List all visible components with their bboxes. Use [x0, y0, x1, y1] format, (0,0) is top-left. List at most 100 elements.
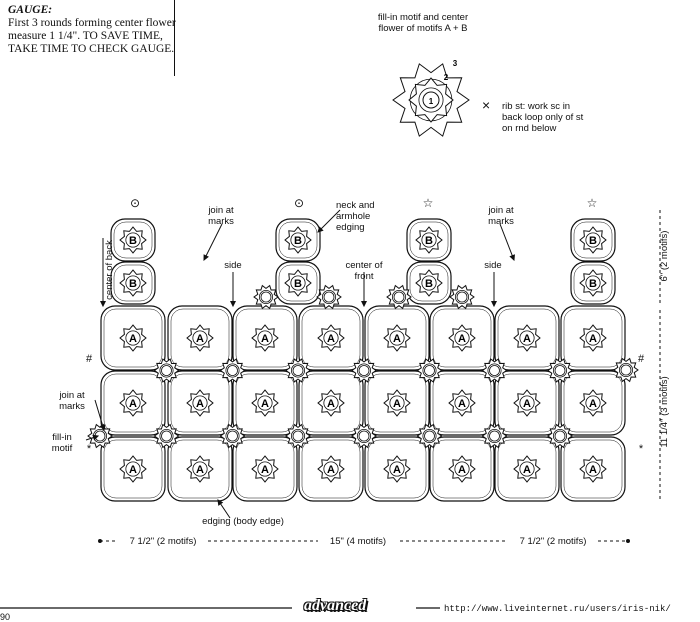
motif-inner-outline	[497, 308, 557, 368]
motif-a-r1-c8: A	[560, 305, 626, 371]
fill-in-motif-12	[416, 423, 443, 449]
motif-letter: A	[393, 398, 401, 410]
motif-letter: A	[393, 464, 401, 476]
motif-letter: A	[458, 398, 466, 410]
flower-petals	[317, 324, 345, 352]
motif-letter: A	[327, 464, 335, 476]
dimension-right: 7 1/2" (2 motifs)	[508, 536, 598, 547]
flower-petals	[251, 324, 279, 352]
flower-center-ring	[421, 232, 437, 248]
flower-center-ring	[454, 395, 470, 411]
arrow-fill-in-motif-head	[92, 434, 100, 441]
motif-letter: B	[589, 278, 597, 290]
fill-motif-center	[393, 291, 405, 303]
motif-a-r2-c7: A	[494, 370, 560, 436]
motif-letter: B	[589, 235, 597, 247]
flower-center-ring	[389, 461, 405, 477]
flower-petals	[383, 324, 411, 352]
flower-center-ring	[323, 395, 339, 411]
motif-letter: A	[129, 398, 137, 410]
fill-in-motif-13	[481, 423, 508, 449]
flower-petals	[448, 389, 476, 417]
flower-center-ring	[257, 330, 273, 346]
flower-center-ring	[125, 330, 141, 346]
arrow-join-marks-left-head	[99, 424, 106, 432]
motif-letter: A	[196, 333, 204, 345]
flower-center-ring	[391, 289, 406, 304]
fill-motif-center	[489, 365, 500, 376]
footer-url[interactable]: http://www.liveinternet.ru/users/iris-ni…	[444, 604, 671, 614]
motif-a-r2-c3: A	[232, 370, 298, 436]
motif-a-r2-c2: A	[167, 370, 233, 436]
motif-letter: A	[327, 333, 335, 345]
motif-inner-outline	[432, 439, 492, 499]
motif-a-r3-c1: A	[100, 436, 166, 502]
flower-center-ring	[159, 363, 174, 378]
flower-petals	[513, 389, 541, 417]
motif-inner-outline	[573, 264, 613, 302]
flower-center-ring	[159, 428, 174, 443]
fill-motif-center	[227, 430, 238, 442]
fill-motif-center	[292, 430, 304, 442]
fill-in-motif-17	[316, 284, 342, 310]
flower-petals	[317, 455, 345, 483]
flower-center-ring	[321, 289, 336, 304]
fill-in-motif-20	[253, 284, 279, 310]
motif-letter: A	[261, 398, 269, 410]
flower-petals	[186, 324, 214, 352]
motif-inner-outline	[563, 373, 623, 433]
motif-a-r2-c4: A	[298, 370, 364, 436]
flower-petals	[317, 389, 345, 417]
flower-petals	[579, 324, 607, 352]
motif-a-r3-c5: A	[364, 436, 430, 502]
flower-center-ring	[192, 330, 208, 346]
flower-center-ring	[454, 289, 469, 304]
arrow-neck-edging-head	[317, 226, 324, 233]
flower-center-ring	[125, 232, 141, 248]
fill-motif-center	[358, 430, 370, 442]
flower-center-ring	[585, 275, 601, 291]
motif-inner-outline	[113, 264, 153, 302]
motif-b-col1-r1: B	[110, 218, 156, 262]
motif-letter: A	[589, 464, 597, 476]
motif-a-r1-c3: A	[232, 305, 298, 371]
legend-round-number: 3	[453, 59, 458, 68]
flower-petals	[513, 455, 541, 483]
motif-b-col2-r1: B	[275, 218, 321, 262]
motif-inner-outline	[301, 373, 361, 433]
flower-center-ring	[418, 87, 444, 113]
motif-a-r2-c6: A	[429, 370, 495, 436]
flower-center-ring	[553, 428, 568, 443]
motif-b-col4-r2: B	[570, 261, 616, 305]
gauge-text: First 3 rounds forming center flower mea…	[8, 17, 176, 55]
fill-in-motif-19	[449, 284, 475, 310]
flower-center-ring	[422, 428, 437, 443]
motif-b-col2-r2: B	[275, 261, 321, 305]
motif-a-r1-c7: A	[494, 305, 560, 371]
motif-a-r1-c1: A	[100, 305, 166, 371]
flower-center-ring	[290, 275, 306, 291]
motif-letter: B	[129, 278, 137, 290]
flower-center-ring	[519, 461, 535, 477]
flower-center-ring	[356, 428, 371, 443]
motif-letter: B	[425, 235, 433, 247]
label-side-left: side	[224, 260, 242, 271]
flower-center-ring	[585, 395, 601, 411]
legend-rib-text: rib st: work sc in back loop only of st …	[502, 101, 584, 134]
flower-center-ring	[422, 363, 437, 378]
dimension-left: 7 1/2" (2 motifs)	[118, 536, 208, 547]
dimension-center: 15" (4 motifs)	[318, 536, 398, 547]
arrow-join-marks-left	[94, 399, 105, 431]
fill-in-motif-14	[547, 423, 573, 449]
flower-petals	[284, 269, 312, 297]
motif-inner-outline	[573, 221, 613, 259]
motif-inner-outline	[235, 373, 295, 433]
motif-inner-outline	[409, 264, 449, 302]
motif-a-r3-c7: A	[494, 436, 560, 502]
flower-center-ring	[487, 363, 502, 378]
motif-letter: A	[523, 333, 531, 345]
fill-motif-center	[489, 430, 500, 442]
arrow-neck-edging	[317, 209, 341, 233]
motif-inner-outline	[563, 439, 623, 499]
